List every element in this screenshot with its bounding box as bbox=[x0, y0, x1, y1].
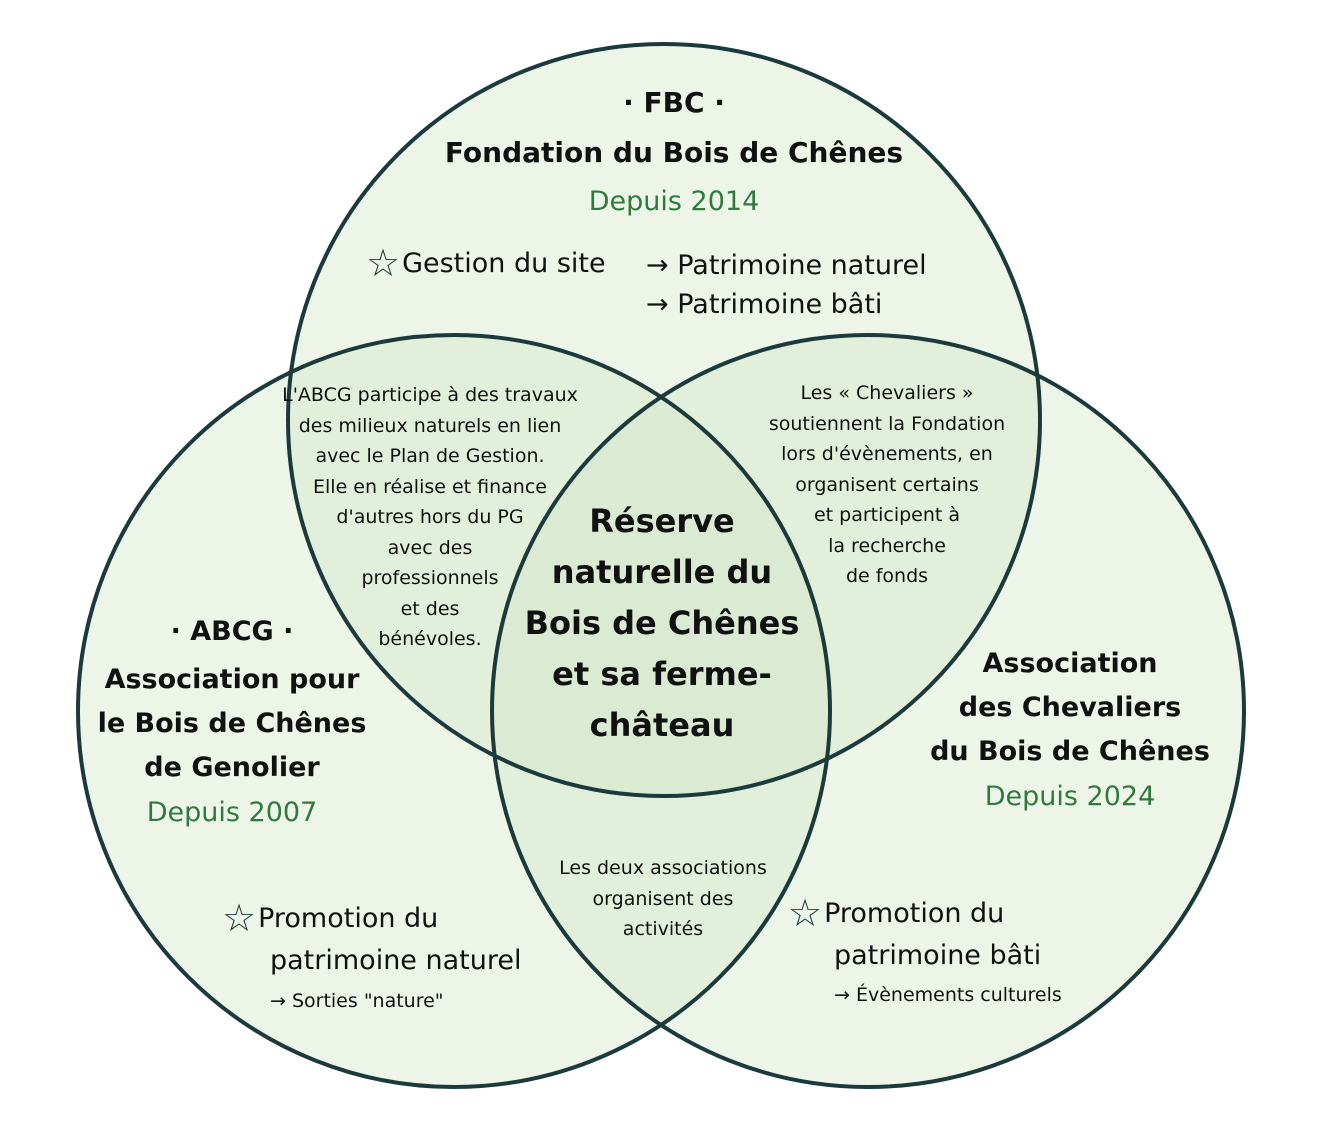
circle-abcg bbox=[78, 335, 830, 1087]
fbc-targets: → Patrimoine naturel → Patrimoine bâti bbox=[646, 246, 927, 324]
overlap-line: organisent certains bbox=[795, 473, 979, 496]
fbc-abbr: · FBC · bbox=[623, 86, 725, 119]
abcg-role-line: Promotion du bbox=[258, 903, 439, 934]
abcg-name-line: le Bois de Chênes bbox=[97, 708, 367, 739]
overlap-line: et des bbox=[400, 597, 460, 620]
overlap-line: la recherche bbox=[828, 534, 946, 557]
overlap-line: L'ABCG participe à des travaux bbox=[282, 384, 578, 406]
circle-chevaliers bbox=[492, 335, 1244, 1087]
abcg-name-line: Association pour bbox=[104, 664, 360, 695]
overlap-line: d'autres hors du PG bbox=[336, 506, 524, 528]
overlap-line: Les « Chevaliers » bbox=[800, 382, 974, 404]
center-line: et sa ferme- bbox=[552, 655, 772, 693]
circle-fbc bbox=[288, 44, 1040, 796]
overlap-line: bénévoles. bbox=[378, 628, 482, 650]
abcg-since: Depuis 2007 bbox=[146, 797, 318, 828]
overlap-fbc-abcg: L'ABCG participe à des travaux des milie… bbox=[280, 380, 580, 655]
overlap-line: activités bbox=[622, 918, 704, 940]
overlap-line: lors d'évènements, en bbox=[781, 443, 993, 465]
overlap-line: de fonds bbox=[845, 565, 929, 587]
abcg-name: Association pour le Bois de Chênes de Ge… bbox=[82, 658, 382, 790]
center-line: Réserve bbox=[589, 502, 735, 540]
overlap-line: professionnels bbox=[361, 567, 499, 589]
center-title: Réserve naturelle du Bois de Chênes et s… bbox=[490, 496, 834, 751]
fbc-since: Depuis 2014 bbox=[588, 186, 760, 217]
abcg-role: ☆Promotion du patrimoine naturel bbox=[222, 898, 521, 982]
abcg-name-line: de Genolier bbox=[144, 752, 320, 783]
overlap-line: soutiennent la Fondation bbox=[768, 412, 1006, 435]
chevaliers-since: Depuis 2024 bbox=[984, 781, 1156, 812]
fbc-role: ☆Gestion du site bbox=[366, 244, 606, 282]
fbc-target: → Patrimoine naturel bbox=[646, 250, 927, 281]
center-line: Bois de Chênes bbox=[524, 604, 800, 642]
overlap-line: avec des bbox=[387, 536, 473, 559]
abcg-activity: → Sorties "nature" bbox=[270, 990, 444, 1012]
star-outline-icon: ☆ bbox=[222, 896, 257, 940]
fbc-role-text: Gestion du site bbox=[402, 248, 606, 279]
star-outline-icon: ☆ bbox=[788, 891, 823, 935]
chevaliers-name-line: Association bbox=[982, 648, 1158, 679]
overlap-line: des milieux naturels en lien bbox=[298, 414, 562, 437]
overlap-line: organisent des bbox=[592, 887, 734, 910]
chevaliers-role-line: patrimoine bâti bbox=[834, 940, 1042, 971]
overlap-line: Elle en réalise et finance bbox=[313, 475, 547, 498]
overlap-abcg-chevaliers: Les deux associations organisent des act… bbox=[513, 853, 813, 945]
chevaliers-role-line: Promotion du bbox=[824, 898, 1005, 929]
center-line: naturelle du bbox=[551, 553, 773, 591]
chevaliers-role: ☆Promotion du patrimoine bâti bbox=[788, 893, 1041, 977]
overlap-line: et participent à bbox=[813, 504, 961, 526]
fbc-target: → Patrimoine bâti bbox=[646, 289, 883, 320]
center-line: château bbox=[589, 706, 735, 744]
chevaliers-name-line: des Chevaliers bbox=[958, 692, 1182, 723]
fbc-name: Fondation du Bois de Chênes bbox=[444, 136, 904, 169]
star-outline-icon: ☆ bbox=[366, 241, 401, 285]
overlap-fbc-chevaliers: Les « Chevaliers » soutiennent la Fondat… bbox=[737, 378, 1037, 592]
overlap-line: Les deux associations bbox=[559, 857, 767, 879]
abcg-abbr: · ABCG · bbox=[170, 616, 294, 647]
abcg-role-line: patrimoine naturel bbox=[270, 945, 522, 976]
chevaliers-activity: → Évènements culturels bbox=[834, 984, 1062, 1006]
overlap-line: avec le Plan de Gestion. bbox=[315, 445, 545, 467]
chevaliers-name-line: du Bois de Chênes bbox=[930, 736, 1210, 767]
chevaliers-name: Association des Chevaliers du Bois de Ch… bbox=[900, 642, 1240, 774]
